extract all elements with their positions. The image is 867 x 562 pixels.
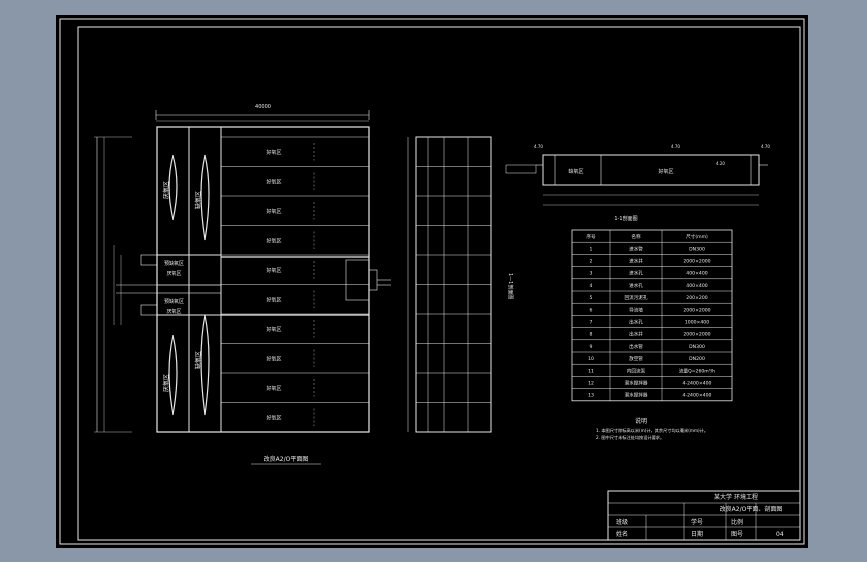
title-school: 某大学 环境工程	[714, 493, 758, 501]
table-cell: 2000×2000	[683, 307, 710, 313]
left-tank-label: 缺氧区	[194, 191, 202, 209]
table-cell: 进水管	[629, 245, 643, 252]
table-cell: 出水管	[629, 343, 643, 350]
table-cell: 2000×2000	[683, 259, 710, 265]
title-cell: 日期	[691, 530, 703, 538]
aerobic-cell-label: 好氧区	[266, 296, 281, 303]
center-room-label: 预缺氧区	[164, 298, 184, 305]
section-zone-2: 好氧区	[658, 168, 673, 175]
table-cell: DN200	[689, 356, 705, 362]
aerobic-cell-label: 好氧区	[266, 208, 281, 215]
table-cell: 进水井	[629, 258, 643, 265]
table-cell: 1	[590, 246, 593, 252]
aerobic-cell-label: 好氧区	[266, 326, 281, 333]
table-cell: 出水孔	[629, 319, 643, 326]
table-cell: 5	[590, 295, 593, 301]
outer-frame	[59, 18, 805, 545]
center-room-label: 厌氧区	[166, 308, 181, 315]
aerobic-cell-label: 好氧区	[266, 178, 281, 185]
top-dimension: 40000	[255, 104, 271, 110]
notes: 说明 1. 本图尺寸除标高以米(m)计，其余尺寸均以毫米(mm)计。 2. 图中…	[596, 417, 708, 441]
center-room-label: 预缺氧区	[164, 260, 184, 267]
table-cell: 进水孔	[629, 282, 643, 289]
table-cell: 6	[590, 307, 593, 313]
table-cell: 内回流泵	[627, 367, 646, 374]
table-cell: 出水井	[629, 331, 643, 338]
table-cell: 400×400	[686, 271, 707, 277]
title-sheet-no: 04	[776, 531, 784, 538]
table-cell: 4-2400×400	[683, 381, 712, 387]
table-cell: 4-2400×400	[683, 393, 712, 399]
table-cell: 潜水搅拌器	[625, 380, 648, 387]
plan-title: 改良A2/O平面图	[264, 455, 309, 463]
aerobic-cell-label: 好氧区	[266, 267, 281, 274]
title-cell: 姓名	[616, 530, 628, 538]
left-tank-label: 缺氧区	[194, 351, 202, 369]
level-label: 4.70	[534, 144, 543, 149]
section-caption: 1-1剖面图	[614, 215, 637, 222]
table-cell: 11	[588, 368, 594, 374]
section-label-right: 1—1剖面图	[507, 273, 514, 299]
table-cell: 12	[588, 381, 594, 387]
equipment-table: 序号 名称 尺寸(mm) 1 进水管 DN300 2 进水井 2000×2000 3 进水孔 400×…	[571, 229, 733, 402]
plan-view: 40000 厌氧区	[94, 104, 391, 465]
table-cell: 400×400	[686, 283, 707, 289]
aerobic-cell-label: 好氧区	[266, 149, 281, 156]
table-cell: DN300	[689, 344, 705, 350]
section-1-1: 缺氧区 好氧区 4.70 4.70 4.20 4.70 1-1剖面图	[505, 144, 770, 222]
table-cell: 9	[590, 344, 593, 350]
level-label: 4.70	[761, 144, 770, 149]
aerobic-cell-label: 好氧区	[266, 237, 281, 244]
title-cell: 比例	[731, 518, 743, 526]
title-cell: 图号	[731, 531, 743, 538]
title-cell: 学号	[691, 518, 703, 526]
center-room-label: 厌氧区	[166, 270, 181, 277]
drawing-sheet: 40000 厌氧区	[56, 15, 808, 548]
level-label: 4.70	[671, 144, 680, 149]
aerobic-cell-label: 好氧区	[266, 385, 281, 392]
table-cell: 2	[590, 259, 593, 265]
side-elevation: 1—1剖面图	[407, 136, 514, 433]
table-cell: 7	[590, 320, 593, 326]
level-label: 4.20	[716, 161, 725, 166]
table-cell: 4	[590, 283, 593, 289]
note-line: 2. 图中尺寸未标注处均按设计要求。	[596, 434, 664, 441]
table-cell: 进水孔	[629, 270, 643, 277]
inner-frame	[77, 26, 801, 541]
table-cell: 13	[588, 393, 594, 399]
table-cell: 8	[590, 332, 593, 338]
title-block: 某大学 环境工程 改良A2/O平面、剖面图 班级 姓名 学号 日期 比例 图号 …	[607, 490, 801, 541]
cad-drawing: 40000 厌氧区	[59, 18, 805, 545]
left-tank-label: 厌氧区	[162, 181, 170, 199]
table-cell: 回流污泥孔	[625, 294, 648, 301]
left-tank-label: 厌氧区	[162, 374, 170, 392]
table-cell: 2000×2000	[683, 332, 710, 338]
table-cell: 流量Q=260m³/h	[679, 367, 715, 374]
section-zone-1: 缺氧区	[568, 168, 583, 175]
table-cell: 1000×400	[685, 320, 709, 326]
table-cell: 200×200	[686, 295, 707, 301]
notes-title: 说明	[635, 417, 647, 425]
table-cell: 导流墙	[629, 306, 643, 313]
aerobic-cell-label: 好氧区	[266, 414, 281, 421]
table-cell: 3	[590, 271, 593, 277]
table-cell: 放空管	[629, 355, 643, 362]
title-cell: 班级	[616, 518, 628, 526]
table-header-cell: 尺寸(mm)	[686, 233, 708, 240]
table-header-cell: 名称	[631, 233, 641, 240]
note-line: 1. 本图尺寸除标高以米(m)计，其余尺寸均以毫米(mm)计。	[596, 427, 708, 434]
table-cell: 潜水搅拌器	[625, 392, 648, 399]
table-cell: DN300	[689, 246, 705, 252]
title-drawing-name: 改良A2/O平面、剖面图	[720, 505, 783, 513]
aerobic-cell-label: 好氧区	[266, 355, 281, 362]
table-cell: 10	[588, 356, 594, 362]
table-header-cell: 序号	[586, 233, 596, 240]
